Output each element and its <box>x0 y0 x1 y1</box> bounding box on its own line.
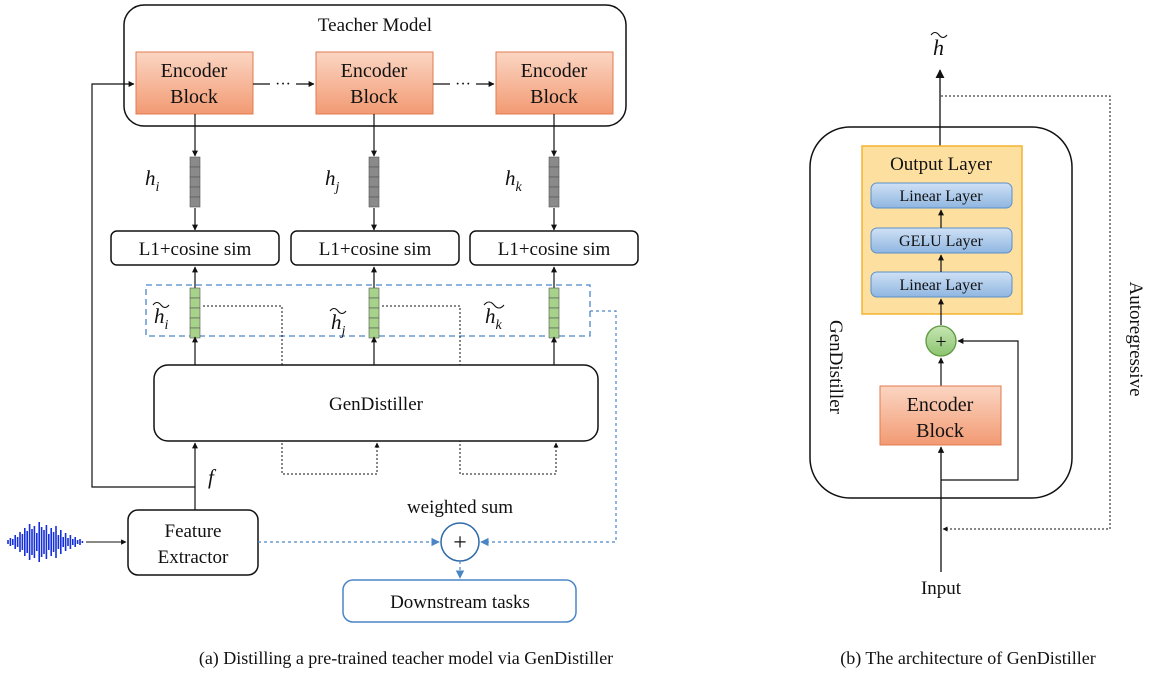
residual-connection <box>941 338 1019 481</box>
gendistiller-box <box>153 364 599 442</box>
loss-box-3 <box>469 230 639 266</box>
h-j-label: hj <box>325 166 340 195</box>
linear-layer-top <box>870 182 1013 209</box>
svg-text:hi: hi <box>154 304 169 333</box>
svg-text:hj: hj <box>331 310 346 339</box>
feature-extractor-line2: Extractor <box>158 547 229 568</box>
caption-a: (a) Distilling a pre-trained teacher mod… <box>199 648 613 669</box>
gendistiller-label: GenDistiller <box>329 394 424 415</box>
loss-box-3-label: L1+cosine sim <box>498 239 611 260</box>
gendistiller-side-label: GenDistiller <box>825 320 846 415</box>
panel-a: Teacher Model Encoder Block Encoder Bloc… <box>7 4 639 669</box>
teacher-vector-hj <box>368 156 380 208</box>
encoder-block-1-line2: Block <box>170 86 218 108</box>
encoder-block-3-line1: Encoder <box>521 60 588 82</box>
teacher-model-title: Teacher Model <box>318 15 432 36</box>
output-layer-label: Output Layer <box>890 154 993 175</box>
panel-b-encoder-block <box>879 385 1002 446</box>
student-vector-htk <box>548 287 560 339</box>
teacher-vector-hi <box>189 156 201 208</box>
residual-plus: + <box>935 331 946 353</box>
encoder-block-2-line1: Encoder <box>341 60 408 82</box>
loss-box-2-label: L1+cosine sim <box>319 239 432 260</box>
student-vector-htj <box>368 287 380 339</box>
autoregressive-label: Autoregressive <box>1125 281 1146 396</box>
panel-b-encoder-line1: Encoder <box>907 394 974 416</box>
student-outputs-to-sum <box>480 310 617 547</box>
downstream-box <box>342 579 577 623</box>
f-label: f <box>208 465 217 489</box>
encoder-block-3: Encoder Block <box>495 51 614 115</box>
loss-box-1-label: L1+cosine sim <box>139 239 252 260</box>
h-tilde-j-label: hj <box>329 307 347 339</box>
feedback-dotted-2 <box>382 305 559 475</box>
weighted-sum-label: weighted sum <box>407 497 513 518</box>
weighted-sum-plus: + <box>453 530 467 556</box>
panel-b-encoder-line2: Block <box>916 420 964 442</box>
caption-b: (b) The architecture of GenDistiller <box>840 648 1096 669</box>
input-label: Input <box>921 578 962 599</box>
student-output-dashed-box <box>145 284 591 337</box>
student-vector-hti <box>189 287 201 339</box>
feature-extractor-line1: Feature <box>165 521 222 542</box>
linear-layer-bottom-label: Linear Layer <box>899 277 983 294</box>
autoregressive-loop <box>941 95 1111 532</box>
h-tilde-k-label: hk <box>483 301 505 333</box>
ellipsis-2: ··· <box>455 76 471 93</box>
feedback-dotted-1 <box>203 305 380 475</box>
linear-layer-top-label: Linear Layer <box>899 188 983 205</box>
encoder-block-2: Encoder Block <box>315 51 434 115</box>
ellipsis-1: ··· <box>275 76 291 93</box>
downstream-label: Downstream tasks <box>390 592 530 613</box>
encoder-block-2-line2: Block <box>350 86 398 108</box>
teacher-vector-hk <box>548 156 560 208</box>
loss-box-2 <box>290 230 460 266</box>
svg-text:h: h <box>933 35 944 60</box>
svg-text:hk: hk <box>485 304 503 333</box>
waveform-icon <box>7 522 84 562</box>
gelu-layer-label: GELU Layer <box>899 233 984 250</box>
h-k-label: hk <box>505 166 523 195</box>
encoder-block-1-line1: Encoder <box>161 60 228 82</box>
teacher-model-box <box>123 4 627 127</box>
loss-box-1 <box>110 230 280 266</box>
encoder-block-3-line2: Block <box>530 86 578 108</box>
residual-plus-node <box>925 325 957 357</box>
encoder-block-1: Encoder Block <box>135 51 254 115</box>
panel-b: h GenDistiller Output Layer Linear Layer… <box>809 31 1146 669</box>
h-tilde-output-label: h <box>930 31 948 60</box>
feature-to-teacher-line <box>91 81 195 488</box>
h-i-label: hi <box>145 166 160 195</box>
h-tilde-i-label: hi <box>152 301 170 333</box>
